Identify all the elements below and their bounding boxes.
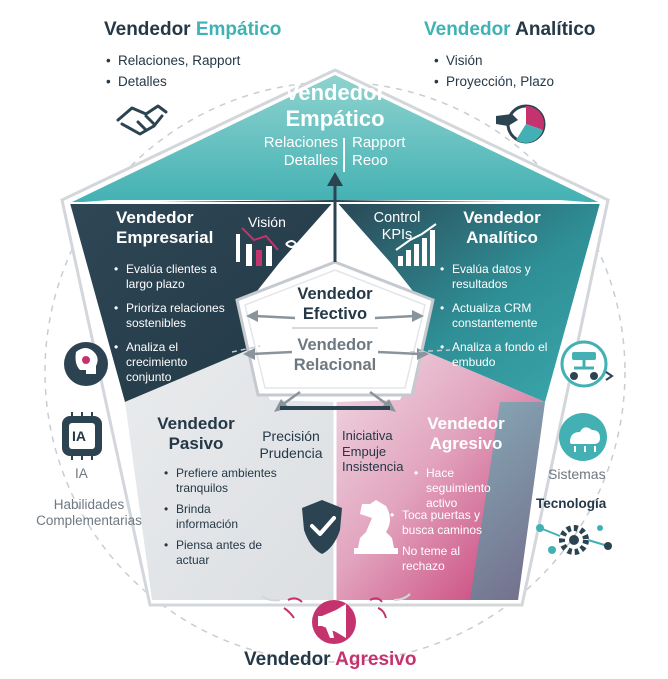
bottom-right-bullets-top: Hace seguimiento activo bbox=[414, 466, 514, 511]
habilidades-label: Habilidades Complementarias bbox=[36, 497, 142, 529]
right-segment-title: Vendedor Analítico bbox=[463, 208, 541, 248]
list-item: No teme al rechazo bbox=[390, 544, 502, 574]
kpi-bar-chart-icon bbox=[395, 223, 437, 266]
handshake-icon bbox=[116, 104, 168, 136]
bar-chart-icon bbox=[236, 227, 298, 266]
list-item: Toca puertas y busca caminos bbox=[390, 508, 502, 538]
outer-ring bbox=[44, 81, 626, 663]
cloud-network-icon bbox=[559, 413, 607, 461]
sistemas-label: Sistemas bbox=[548, 466, 606, 482]
center-subtitle: Vendedor Relacional bbox=[293, 336, 377, 374]
top-segment bbox=[70, 75, 600, 203]
list-item: Prioriza relaciones sostenibles bbox=[114, 301, 234, 331]
list-item: Piensa antes de actuar bbox=[164, 538, 268, 568]
corner-top-right-title: Vendedor Analítico bbox=[424, 19, 596, 40]
chess-knight-icon bbox=[354, 500, 398, 554]
bottom-right-keywords: Iniciativa Empuje Insistencia bbox=[342, 428, 404, 475]
bottom-right-title: Vendedor Agresivo bbox=[427, 414, 505, 454]
top-segment-left-words: Relaciones Detalles bbox=[263, 134, 338, 169]
center-arrows bbox=[327, 172, 343, 262]
list-item: Visión bbox=[434, 50, 554, 71]
list-item: Analiza el crecimiento conjunto bbox=[114, 340, 234, 385]
list-item: Evalúa datos y resultados bbox=[440, 262, 560, 292]
list-item: Actualiza CRM constantemente bbox=[440, 301, 560, 331]
hierarchy-icon bbox=[560, 340, 614, 388]
ia-label: IA bbox=[75, 466, 88, 481]
bottom-left-title: Vendedor Pasivo bbox=[157, 414, 235, 454]
left-segment-title: Vendedor Empresarial bbox=[116, 208, 214, 248]
ia-badge: IA bbox=[72, 428, 86, 444]
right-segment-keywords: Control KPIs bbox=[373, 210, 421, 244]
right-segment-bullets: Evalúa datos y resultados Actualiza CRM … bbox=[440, 262, 560, 370]
corner-top-right-list: Visión Proyección, Plazo bbox=[434, 50, 554, 92]
left-segment-keyword: Visión bbox=[248, 214, 286, 230]
top-segment-title: Vendedor Empático bbox=[284, 80, 386, 131]
list-item: Detalles bbox=[106, 71, 240, 92]
tecnologia-label: Tecnología bbox=[536, 496, 607, 511]
left-segment-bullets: Evalúa clientes a largo plazo Prioriza r… bbox=[114, 262, 234, 385]
top-segment-right-words: Rapport Reoo bbox=[352, 134, 406, 169]
brain-icon bbox=[64, 342, 108, 386]
bottom-left-bullets: Prefiere ambientes tranquilos Brinda inf… bbox=[164, 466, 302, 568]
center-title: Vendedor Efectivo bbox=[297, 285, 373, 323]
corner-top-left-list: Relaciones, Rapport Detalles bbox=[106, 50, 240, 92]
shield-check-icon bbox=[302, 500, 342, 554]
corner-top-left-title: Vendedor Empático bbox=[104, 19, 282, 40]
bottom-left-keywords: Precisión Prudencia bbox=[259, 428, 323, 461]
gear-network-icon bbox=[536, 524, 612, 555]
list-item: Prefiere ambientes tranquilos bbox=[164, 466, 302, 496]
megaphone-icon bbox=[261, 593, 411, 644]
list-item: Analiza a fondo el embudo bbox=[440, 340, 560, 370]
pie-chart-icon bbox=[496, 104, 546, 144]
footer-title: Vendedor Agresivo bbox=[244, 649, 417, 670]
list-item: Evalúa clientes a largo plazo bbox=[114, 262, 234, 292]
bottom-right-bullets-bottom: Toca puertas y busca caminos No teme al … bbox=[390, 508, 502, 574]
list-item: Relaciones, Rapport bbox=[106, 50, 240, 71]
list-item: Proyección, Plazo bbox=[434, 71, 554, 92]
list-item: Hace seguimiento activo bbox=[414, 466, 514, 511]
list-item: Brinda información bbox=[164, 502, 264, 532]
ia-chip-icon bbox=[62, 412, 102, 460]
